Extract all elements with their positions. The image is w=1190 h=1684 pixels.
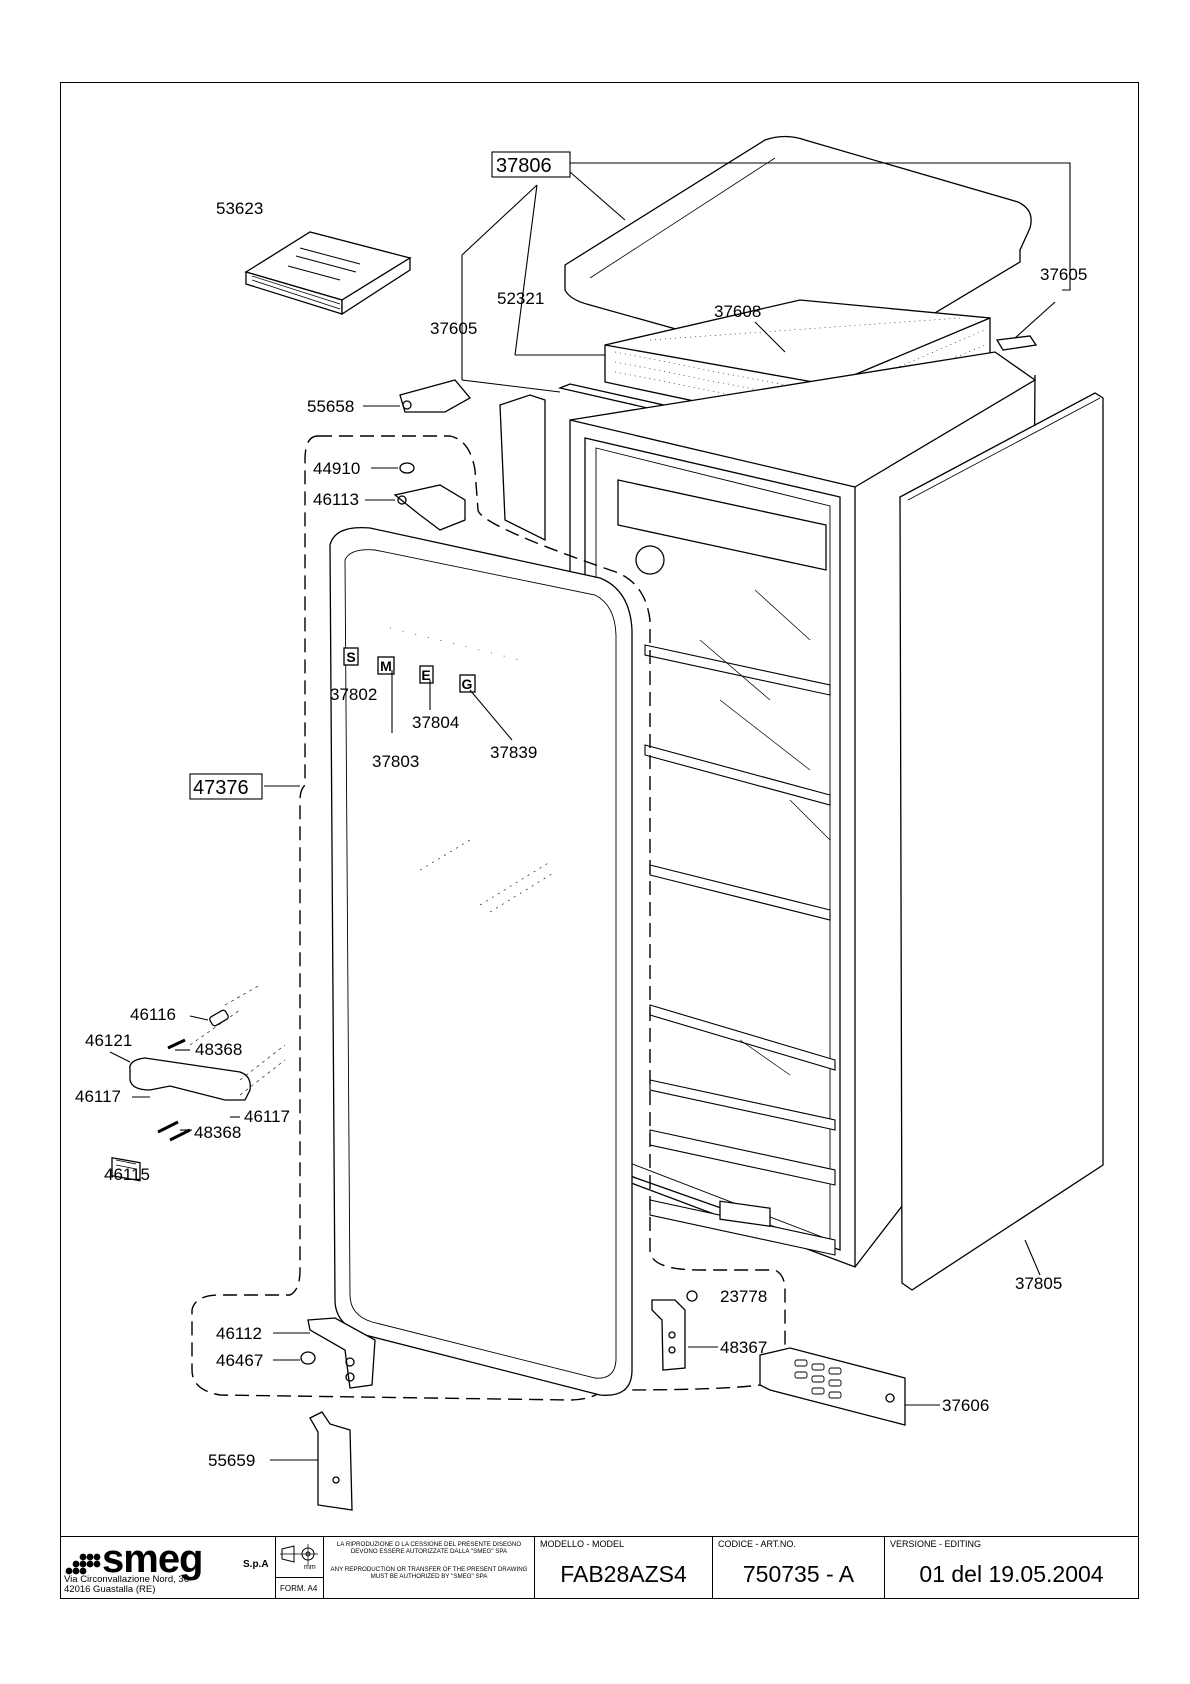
notice-italian: LA RIPRODUZIONE O LA CESSIONE DEL PRESEN… [336, 1541, 522, 1556]
rear-vertical-strip [499, 394, 546, 542]
version-caption: VERSIONE - EDITING [890, 1539, 982, 1549]
part-label-44910: 44910 [313, 459, 360, 478]
part-label-46112: 46112 [216, 1324, 262, 1343]
door-assembly-outline [191, 435, 786, 1401]
notice-english: ANY REPRODUCTION OR TRANSFER OF THE PRES… [330, 1566, 528, 1581]
part-label-52321: 52321 [497, 289, 544, 308]
logo-letter-e: E [421, 667, 430, 683]
screw-48368-bottom [157, 1120, 191, 1142]
smeg-dots-logo-icon [65, 1553, 101, 1575]
address-line-1: Via Circonvallazione Nord, 36 [64, 1574, 189, 1585]
version-cell: VERSIONE - EDITING 01 del 19.05.2004 [885, 1537, 1138, 1599]
part-label-37806: 37806 [496, 155, 552, 177]
trim-strip-right [995, 335, 1038, 351]
part-label-55658: 55658 [307, 397, 354, 416]
kickplate-grille [759, 1347, 906, 1426]
brand-suffix: S.p.A [243, 1559, 269, 1570]
model-value: FAB28AZS4 [560, 1561, 687, 1587]
model-cell: MODELLO - MODEL FAB28AZS4 [535, 1537, 713, 1599]
part-label-37605-left: 37605 [430, 319, 477, 338]
manual-booklet [244, 231, 412, 316]
part-label-46117-left: 46117 [75, 1087, 121, 1106]
part-label-37606: 37606 [942, 1396, 989, 1415]
part-label-47376: 47376 [193, 777, 249, 799]
part-label-46117-right: 46117 [244, 1107, 290, 1126]
bracket-48367 [651, 1299, 686, 1371]
part-label-46115: 46115 [104, 1165, 150, 1184]
part-label-37608: 37608 [714, 302, 761, 321]
cover-46115 [111, 1156, 141, 1182]
part-label-37803: 37803 [372, 752, 419, 771]
code-caption: CODICE - ART.NO. [718, 1539, 796, 1549]
brand-name: smeg [102, 1537, 203, 1581]
logo-letter-m: M [380, 658, 392, 674]
logo-letter-g: G [462, 676, 473, 692]
unit-label: mm [304, 1564, 316, 1571]
address-line-2: 42016 Guastalla (RE) [64, 1584, 156, 1595]
screw-46116 [209, 1009, 229, 1027]
version-value: 01 del 19.05.2004 [919, 1561, 1104, 1587]
drawing-frame [60, 82, 1139, 1599]
label-box-37806 [491, 151, 571, 178]
part-label-46116: 46116 [130, 1005, 176, 1024]
washer-46467 [300, 1351, 316, 1365]
door-logo-letters [343, 647, 476, 693]
part-label-46467: 46467 [216, 1351, 263, 1370]
part-label-53623: 53623 [216, 199, 263, 218]
projection-symbol-icon [280, 1544, 318, 1565]
logo-letter-s: S [346, 649, 355, 665]
part-label-55659: 55659 [208, 1451, 255, 1470]
screw-48368-top [167, 1038, 186, 1050]
part-label-23778: 23778 [720, 1287, 767, 1306]
company-cell: smeg S.p.A Via Circonvallazione Nord, 36… [60, 1537, 276, 1599]
format-cell: mm FORM. A4 [276, 1537, 324, 1599]
part-label-46113: 46113 [313, 490, 359, 509]
side-panel [899, 392, 1104, 1291]
spacer-44910 [399, 462, 415, 474]
part-label-48367: 48367 [720, 1338, 767, 1357]
part-label-37839: 37839 [490, 743, 537, 762]
part-label-48368-top: 48368 [195, 1040, 242, 1059]
part-label-37804: 37804 [412, 713, 459, 732]
code-value: 750735 - A [742, 1561, 855, 1587]
code-cell: CODICE - ART.NO. 750735 - A [713, 1537, 885, 1599]
label-box-47376 [189, 773, 263, 800]
part-label-37605-right: 37605 [1040, 265, 1087, 284]
model-caption: MODELLO - MODEL [540, 1539, 625, 1549]
part-label-37805: 37805 [1015, 1274, 1062, 1293]
hinge-55659 [309, 1411, 353, 1511]
format-label: FORM. A4 [280, 1584, 318, 1593]
hinge-46113 [393, 484, 466, 531]
title-block: smeg S.p.A Via Circonvallazione Nord, 36… [60, 1536, 1139, 1599]
notice-cell: LA RIPRODUZIONE O LA CESSIONE DEL PRESEN… [324, 1537, 535, 1599]
part-label-48368-bottom: 48368 [194, 1123, 241, 1142]
hinge-46112 [307, 1317, 376, 1389]
handle-46121 [129, 1057, 251, 1101]
screw-23778 [686, 1290, 698, 1302]
part-label-46121: 46121 [85, 1031, 132, 1050]
top-hinge-55658 [399, 379, 472, 413]
part-label-37802: 37802 [330, 685, 377, 704]
fridge-door [329, 526, 633, 1396]
